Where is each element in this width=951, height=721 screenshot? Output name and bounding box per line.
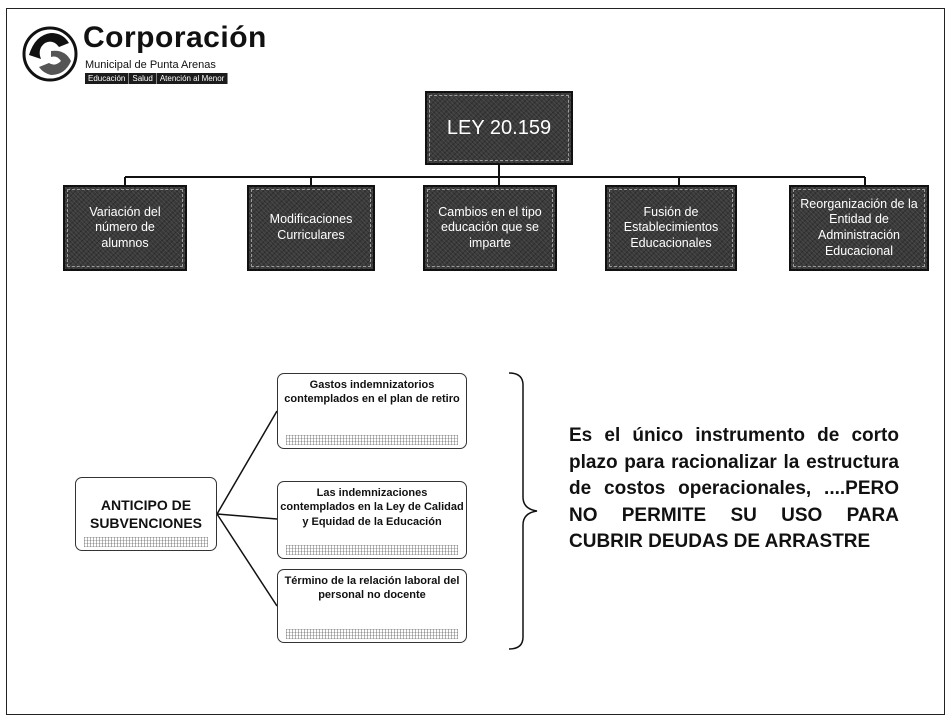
bracket-icon: [508, 372, 538, 650]
reason-box-retirement: Gastos indemnizatorios contemplados en e…: [277, 373, 467, 449]
category-label: Reorganización de la Entidad de Administ…: [800, 196, 918, 258]
tag-education: Educación: [85, 73, 130, 84]
anticipo-label: ANTICIPO DE SUBVENCIONES: [89, 496, 203, 531]
tag-minor-care: Atención al Menor: [156, 73, 229, 84]
category-box-reorganization: Reorganización de la Entidad de Administ…: [789, 185, 929, 271]
conclusion-text: Es el único instrumento de corto plazo p…: [569, 425, 899, 553]
reason-connector: [216, 513, 278, 520]
logo-emblem-icon: [22, 26, 78, 82]
org-subtitle: Municipal de Punta Arenas: [85, 59, 216, 71]
category-box-education-type: Cambios en el tipo educación que se impa…: [423, 185, 557, 271]
reason-label: Término de la relación laboral del perso…: [284, 575, 460, 602]
category-label: Cambios en el tipo educación que se impa…: [438, 204, 542, 250]
reason-label: Gastos indemnizatorios contemplados en e…: [284, 379, 460, 406]
org-name: Corporación: [83, 21, 267, 54]
category-label: Variación del número de alumnos: [89, 204, 161, 250]
connector-lines: [124, 165, 866, 650]
category-box-merger: Fusión de Establecimientos Educacionales: [605, 185, 737, 271]
reason-label: Las indemnizaciones contemplados en la L…: [280, 487, 464, 528]
law-root-box: LEY 20.159: [425, 91, 573, 165]
category-label: Fusión de Establecimientos Educacionales: [623, 204, 719, 250]
anticipo-box: ANTICIPO DE SUBVENCIONES: [75, 477, 217, 551]
reason-connector: [216, 513, 278, 607]
law-root-label: LEY 20.159: [446, 116, 552, 139]
reason-box-non-teaching: Término de la relación laboral del perso…: [277, 569, 467, 643]
category-box-curricular: Modificaciones Curriculares: [247, 185, 375, 271]
corporation-logo: Corporación Municipal de Punta Arenas Ed…: [21, 21, 281, 93]
category-label: Modificaciones Curriculares: [269, 212, 353, 242]
org-tags: Educación Salud Atención al Menor: [85, 73, 229, 84]
reason-connector: [216, 410, 278, 515]
reason-box-quality-law: Las indemnizaciones contemplados en la L…: [277, 481, 467, 559]
category-box-students: Variación del número de alumnos: [63, 185, 187, 271]
slide: Corporación Municipal de Punta Arenas Ed…: [6, 8, 945, 715]
tag-health: Salud: [129, 73, 157, 84]
